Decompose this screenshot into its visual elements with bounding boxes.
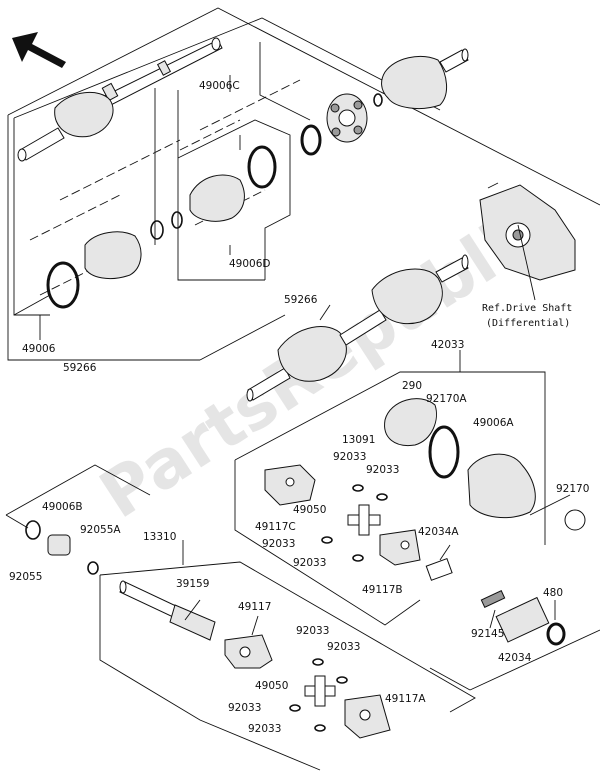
right-yoke-set [264, 464, 453, 581]
inner-cup [384, 398, 586, 531]
label-92033-a: 92033 [333, 451, 366, 463]
label-49006D: 49006D [229, 258, 271, 270]
label-39159: 39159 [176, 578, 209, 590]
sleeve-set [429, 590, 600, 691]
drive-shaft-59266 [246, 254, 469, 402]
label-49050-a: 49050 [293, 504, 326, 516]
inner-joint-frame [234, 350, 546, 626]
label-92033-c: 92033 [262, 538, 295, 550]
label-42034: 42034 [498, 652, 532, 664]
differential-housing [479, 182, 576, 301]
label-92055: 92055 [9, 571, 42, 583]
kit-panels [13, 17, 441, 316]
lower-shaft [119, 580, 391, 739]
upper-drive-shaft [17, 37, 223, 162]
label-92145: 92145 [471, 628, 504, 640]
middle-boot [150, 145, 277, 240]
label-92055A: 92055A [80, 524, 121, 536]
label-49006: 49006 [22, 343, 56, 355]
label-49117C: 49117C [255, 521, 296, 533]
label-59266-box: 59266 [63, 362, 97, 374]
label-49050-b: 49050 [255, 680, 288, 692]
label-ref-line2: (Differential) [486, 318, 570, 329]
cross-joint-right [347, 504, 381, 536]
label-92033-e: 92033 [296, 625, 329, 637]
outer-boot-upper [381, 48, 469, 109]
label-92033-h: 92033 [248, 723, 281, 735]
label-13310: 13310 [143, 531, 176, 543]
label-49006B: 49006B [42, 501, 83, 513]
lower-left-boot [46, 231, 142, 309]
label-49006C: 49006C [199, 80, 240, 92]
leader-lines [39, 75, 571, 636]
label-92170: 92170 [556, 483, 589, 495]
upper-assembly-frame [7, 7, 600, 361]
lower-shaft-frame [99, 540, 476, 771]
label-92033-g: 92033 [228, 702, 261, 714]
label-42034A: 42034A [418, 526, 459, 538]
label-92033-d: 92033 [293, 557, 326, 569]
left-small-frame [5, 464, 151, 575]
cv-joint-upper [300, 93, 383, 156]
front-arrow-icon [12, 32, 66, 68]
label-ref-line1: Ref.Drive Shaft [482, 303, 572, 314]
label-92033-f: 92033 [327, 641, 360, 653]
label-92170A: 92170A [426, 393, 467, 405]
label-49117B: 49117B [362, 584, 403, 596]
label-42033: 42033 [431, 339, 464, 351]
part-labels: 49006C 49006D 49006 59266 59266 Ref.Driv… [9, 80, 589, 735]
label-49006A: 49006A [473, 417, 514, 429]
label-13091: 13091 [342, 434, 375, 446]
label-290: 290 [402, 380, 422, 392]
label-49117A: 49117A [385, 693, 426, 705]
label-92033-b: 92033 [366, 464, 399, 476]
label-49117: 49117 [238, 601, 271, 613]
cross-joint-lower [304, 675, 336, 707]
label-59266-shaft: 59266 [284, 294, 318, 306]
label-480: 480 [543, 587, 563, 599]
